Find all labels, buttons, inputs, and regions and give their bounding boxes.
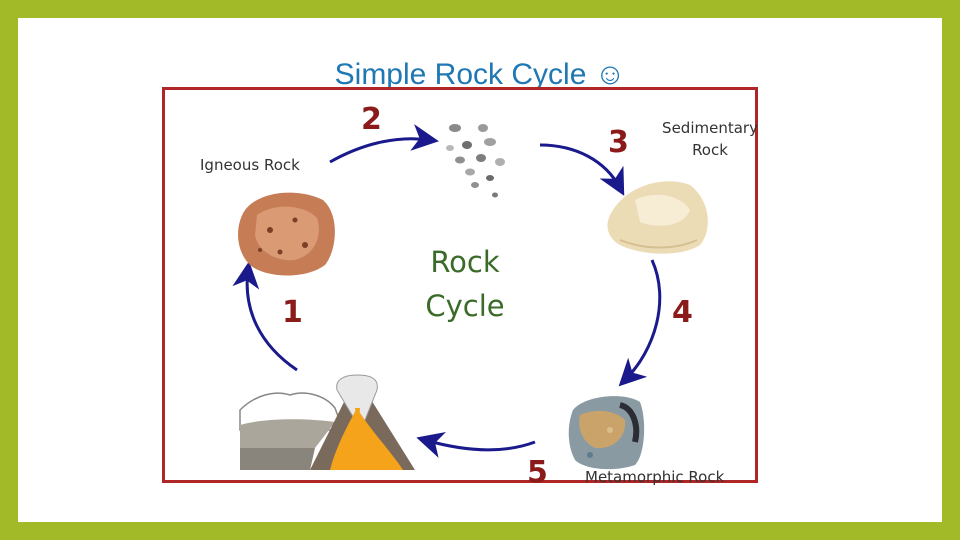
arrow-2-icon bbox=[329, 124, 439, 164]
sedimentary-rock-label-line2: Rock bbox=[692, 141, 728, 159]
arrow-1-icon bbox=[232, 261, 298, 372]
center-label-line1: Rock bbox=[430, 245, 500, 279]
metamorphic-rock-label: Metamorphic Rock bbox=[585, 468, 725, 486]
slide-title-text: Simple Rock Cycle bbox=[334, 58, 587, 91]
volcano-image bbox=[239, 374, 415, 470]
igneous-rock-label: Igneous Rock bbox=[200, 156, 300, 174]
metamorphic-rock-image bbox=[568, 396, 645, 470]
rock-cycle-diagram: Igneous Rock Sedimentary Rock Metamorphi… bbox=[162, 87, 758, 490]
step-number-3: 3 bbox=[608, 125, 629, 160]
igneous-rock-image bbox=[238, 192, 335, 276]
diagram-graphics bbox=[232, 124, 708, 470]
rock-cycle-center-label: Rock Cycle bbox=[405, 240, 525, 328]
step-number-4: 4 bbox=[672, 295, 693, 330]
sediment-pebbles-image bbox=[446, 124, 505, 198]
arrow-5-icon bbox=[416, 431, 536, 458]
arrow-3-icon bbox=[539, 143, 625, 196]
sedimentary-rock-image bbox=[607, 181, 708, 254]
slide-title: Simple Rock Cycle ☺ bbox=[18, 58, 942, 92]
step-number-2: 2 bbox=[361, 102, 382, 137]
smiley-icon: ☺ bbox=[594, 58, 626, 91]
center-label-line2: Cycle bbox=[425, 289, 505, 323]
sedimentary-rock-label-line1: Sedimentary bbox=[662, 119, 758, 137]
arrow-4-icon bbox=[618, 259, 662, 387]
step-number-5: 5 bbox=[527, 455, 548, 490]
step-number-1: 1 bbox=[282, 295, 303, 330]
sedimentary-rock-label: Sedimentary Rock bbox=[655, 117, 765, 161]
